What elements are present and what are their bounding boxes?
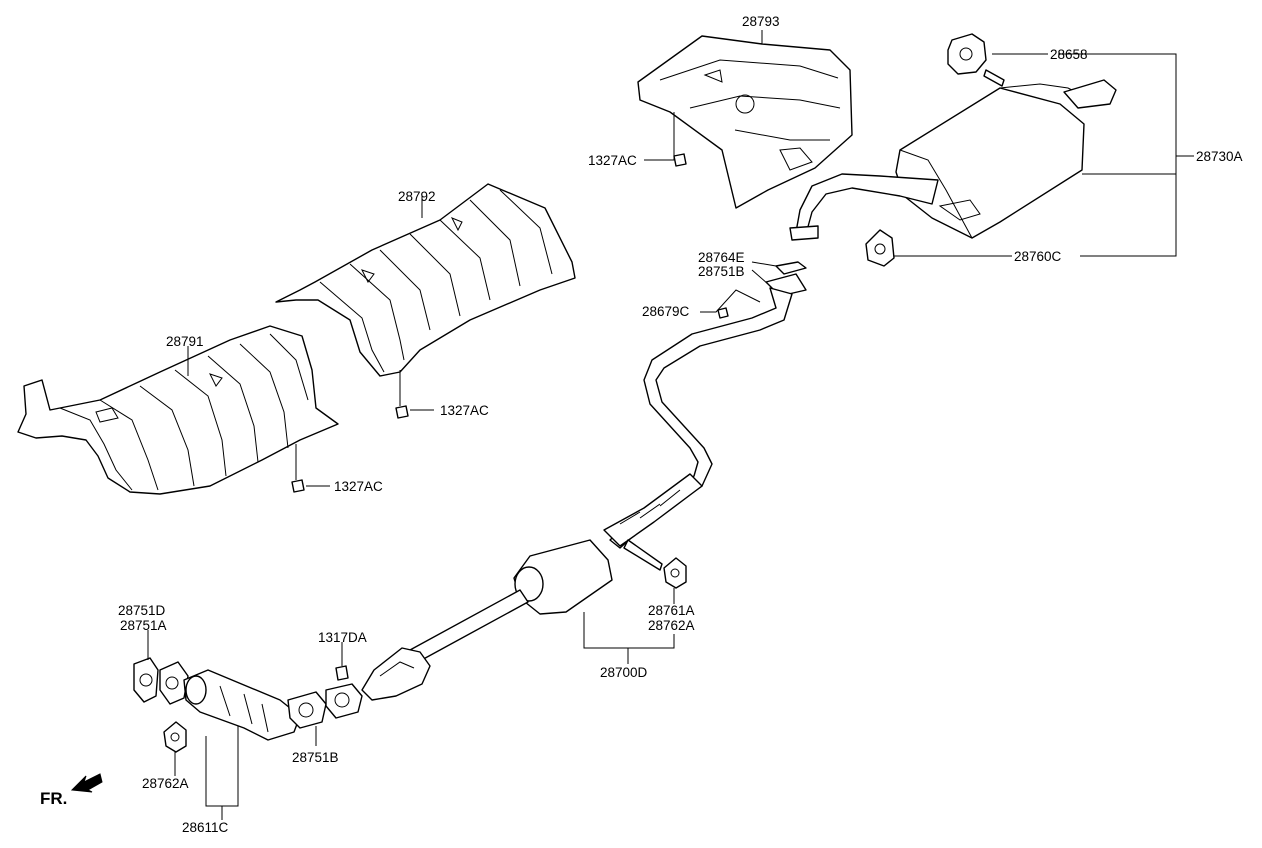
rear-muffler-28730A [789,79,1117,241]
label-28792[interactable]: 28792 [398,189,436,204]
front-pipe-28611C [133,657,363,741]
label-28658[interactable]: 28658 [1050,47,1088,62]
heat-protector-28793 [637,35,853,209]
label-28791[interactable]: 28791 [166,334,204,349]
label-28751D[interactable]: 28751D [118,603,166,618]
hanger-28761A [663,557,687,589]
front-direction-indicator: FR. [40,773,103,808]
gasket-28764E [775,261,807,275]
label-28751A[interactable]: 28751A [120,618,167,633]
label-1327AC-upper[interactable]: 1327AC [588,153,637,168]
nut-1327AC-middle [395,405,409,419]
label-28751B-upper[interactable]: 28751B [698,264,745,279]
label-28730A[interactable]: 28730A [1196,149,1243,164]
label-1317DA[interactable]: 1317DA [318,630,367,645]
bolt-28679C [717,307,729,319]
label-28611C[interactable]: 28611C [182,820,229,835]
label-28700D[interactable]: 28700D [600,665,648,680]
part-labels: 28793 28658 28730A 1327AC 28792 28764E 2… [118,14,1243,835]
label-28679C[interactable]: 28679C [642,304,690,319]
center-pipe-28700D [361,287,793,701]
bolt-1317DA [335,665,349,681]
label-1327AC-left[interactable]: 1327AC [334,479,383,494]
front-direction-label: FR. [40,789,67,808]
heat-protector-28792 [275,183,576,377]
leader-lines [147,30,1194,820]
nut-1327AC-left [291,479,305,493]
label-1327AC-middle[interactable]: 1327AC [440,403,489,418]
hanger-28658 [947,33,1005,87]
label-28760C[interactable]: 28760C [1014,249,1062,264]
label-28764E[interactable]: 28764E [698,250,745,265]
label-28761A[interactable]: 28761A [648,603,695,618]
label-28762A-upper[interactable]: 28762A [648,618,695,633]
label-28751B-lower[interactable]: 28751B [292,750,339,765]
hanger-28762A-lower [163,721,187,753]
front-direction-arrow-icon [70,773,103,793]
nut-1327AC-upper [673,153,687,167]
heat-protector-28791 [17,325,339,495]
label-28762A-lower[interactable]: 28762A [142,776,189,791]
hanger-28760C [865,229,895,267]
label-28793[interactable]: 28793 [742,14,780,29]
